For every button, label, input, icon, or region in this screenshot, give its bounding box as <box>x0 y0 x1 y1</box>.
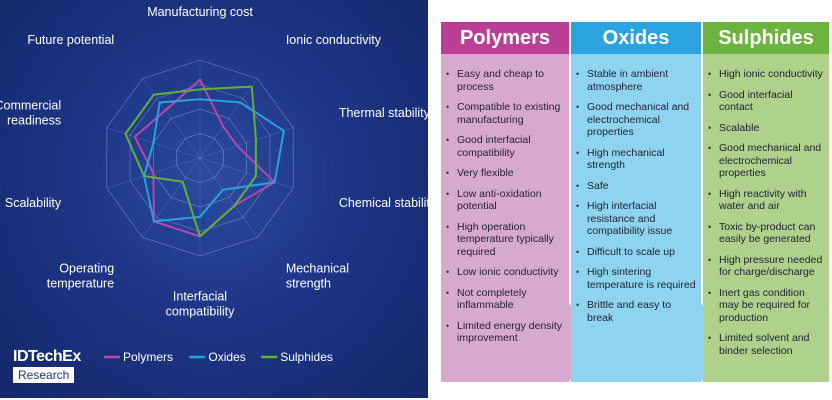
series-line-oxides <box>143 98 285 223</box>
logo-top-text: IDTechEx <box>13 348 81 365</box>
idtechex-logo: IDTechEx Research <box>13 348 81 384</box>
item-list: Stable in ambient atmosphereGood mechani… <box>571 68 697 332</box>
radar-series <box>124 78 285 238</box>
list-item: Stable in ambient atmosphere <box>571 68 697 93</box>
grid-spoke <box>199 157 294 189</box>
grid-spoke <box>199 127 294 159</box>
axis-label: Thermal stability <box>339 106 428 120</box>
series-line-sulphides <box>124 85 257 238</box>
list-item: Easy and cheap to process <box>441 68 567 93</box>
list-item: Scalable <box>703 122 823 135</box>
list-item: Brittle and easy to break <box>571 299 697 324</box>
column-sulphides: Sulphides High ionic conductivityGood in… <box>703 22 829 382</box>
list-item: High sintering temperature is required <box>571 266 697 291</box>
list-item: Good interfacial compatibility <box>441 134 567 159</box>
axis-label: Ionic conductivity <box>286 33 382 47</box>
list-item: Low anti-oxidation potential <box>441 188 567 213</box>
list-item: Limited solvent and binder selection <box>703 332 823 357</box>
column-body: Easy and cheap to processCompatible to e… <box>441 54 589 382</box>
column-header: Oxides <box>571 22 701 54</box>
column-polymers: Polymers Easy and cheap to processCompat… <box>441 22 589 382</box>
list-item: High reactivity with water and air <box>703 188 823 213</box>
list-item: High pressure needed for charge/discharg… <box>703 254 823 279</box>
list-item: Low ionic conductivity <box>441 266 567 279</box>
list-item: Good mechanical and electrochemical prop… <box>703 142 823 180</box>
list-item: Inert gas condition may be required for … <box>703 287 823 325</box>
list-item: Compatible to existing manufacturing <box>441 101 567 126</box>
list-item: Limited energy density improvement <box>441 320 567 345</box>
list-item: Good mechanical and electrochemical prop… <box>571 101 697 139</box>
grid-spoke <box>199 78 258 159</box>
column-header: Polymers <box>441 22 569 54</box>
list-item: High ionic conductivity <box>703 68 823 81</box>
axis-label: Scalability <box>5 196 62 210</box>
axis-label: Manufacturing cost <box>147 5 253 19</box>
legend-label: Polymers <box>123 350 173 364</box>
list-item: Not completely inflammable <box>441 287 567 312</box>
list-item: Toxic by-product can easily be generated <box>703 221 823 246</box>
list-item: Safe <box>571 180 697 193</box>
legend: Polymers Oxides Sulphides <box>104 350 333 364</box>
logo-bottom-text: Research <box>13 367 75 383</box>
legend-label: Sulphides <box>280 350 333 364</box>
comparison-table: Polymers Easy and cheap to processCompat… <box>438 0 832 398</box>
list-item: Very flexible <box>441 167 567 180</box>
grid-ring <box>152 108 248 208</box>
grid-ring <box>106 59 294 257</box>
list-item: Good interfacial contact <box>703 89 823 114</box>
list-item: High interfacial resistance and compatib… <box>571 200 697 238</box>
list-item: High mechanical strength <box>571 147 697 172</box>
item-list: High ionic conductivityGood interfacial … <box>703 68 823 365</box>
list-item: High operation temperature typically req… <box>441 221 567 259</box>
legend-label: Oxides <box>208 350 245 364</box>
grid-spoke <box>199 157 258 238</box>
column-header: Sulphides <box>703 22 829 54</box>
column-body: High ionic conductivityGood interfacial … <box>703 54 829 382</box>
axis-label: Chemical stability <box>339 196 428 210</box>
grid-spoke <box>142 157 201 238</box>
grid-ring <box>129 84 271 232</box>
grid-spoke <box>142 78 201 159</box>
axis-label: Future potential <box>27 33 114 47</box>
column-body: Stable in ambient atmosphereGood mechani… <box>571 54 721 382</box>
grid-ring <box>176 133 224 183</box>
item-list: Easy and cheap to processCompatible to e… <box>441 68 567 353</box>
list-item: Difficult to scale up <box>571 246 697 259</box>
column-oxides: Oxides Stable in ambient atmosphereGood … <box>571 22 721 382</box>
